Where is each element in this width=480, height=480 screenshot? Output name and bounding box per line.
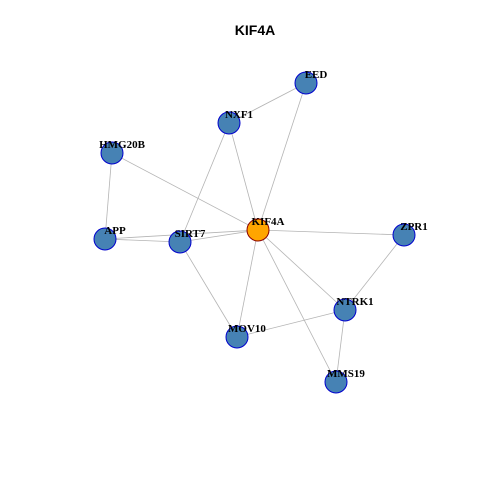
edge-kif4a-ntrk1 <box>257 229 346 311</box>
edge-app-sirt7 <box>104 238 181 243</box>
node-label-mms19: MMS19 <box>327 368 365 380</box>
edge-kif4a-mov10 <box>236 229 259 338</box>
node-zpr1: ZPR1 <box>392 221 428 247</box>
edge-kif4a-hmg20b <box>111 152 259 231</box>
node-label-mov10: MOV10 <box>228 323 266 335</box>
diagram-title: KIF4A <box>235 22 275 38</box>
node-label-app: APP <box>104 225 126 237</box>
node-kif4a: KIF4A <box>246 216 285 242</box>
edge-zpr1-ntrk1 <box>344 234 405 311</box>
node-circle-sirt7 <box>168 230 192 254</box>
node-circle-nxf1 <box>217 111 241 135</box>
node-mov10: MOV10 <box>225 323 266 349</box>
edge-ntrk1-mms19 <box>335 309 346 383</box>
node-circle-app <box>93 227 117 251</box>
node-label-zpr1: ZPR1 <box>400 221 428 233</box>
node-label-sirt7: SIRT7 <box>175 228 206 240</box>
edge-sirt7-mov10 <box>179 241 238 338</box>
edge-layer <box>104 82 405 383</box>
node-hmg20b: HMG20B <box>99 139 146 165</box>
node-ntrk1: NTRK1 <box>333 296 374 322</box>
node-circle-mov10 <box>225 325 249 349</box>
node-label-nxf1: NXF1 <box>225 109 253 121</box>
edge-hmg20b-app <box>104 152 113 240</box>
node-circle-zpr1 <box>392 223 416 247</box>
node-mms19: MMS19 <box>324 368 365 394</box>
node-nxf1: NXF1 <box>217 109 253 135</box>
node-sirt7: SIRT7 <box>168 228 206 254</box>
edge-nxf1-sirt7 <box>179 122 230 243</box>
node-circle-kif4a <box>246 218 270 242</box>
node-app: APP <box>93 225 126 251</box>
node-eed: EED <box>294 69 328 95</box>
edge-ntrk1-mov10 <box>236 309 346 338</box>
node-circle-mms19 <box>324 370 348 394</box>
node-label-hmg20b: HMG20B <box>99 139 145 151</box>
node-circle-ntrk1 <box>333 298 357 322</box>
edge-kif4a-eed <box>257 82 307 231</box>
node-label-eed: EED <box>305 69 328 81</box>
edge-kif4a-zpr1 <box>257 229 405 236</box>
node-circle-eed <box>294 71 318 95</box>
node-label-ntrk1: NTRK1 <box>336 296 373 308</box>
edge-eed-nxf1 <box>228 82 307 124</box>
edge-kif4a-sirt7 <box>179 229 259 243</box>
edge-kif4a-nxf1 <box>228 122 259 231</box>
node-circle-hmg20b <box>100 141 124 165</box>
node-label-kif4a: KIF4A <box>252 216 285 228</box>
edge-kif4a-mms19 <box>257 229 337 383</box>
